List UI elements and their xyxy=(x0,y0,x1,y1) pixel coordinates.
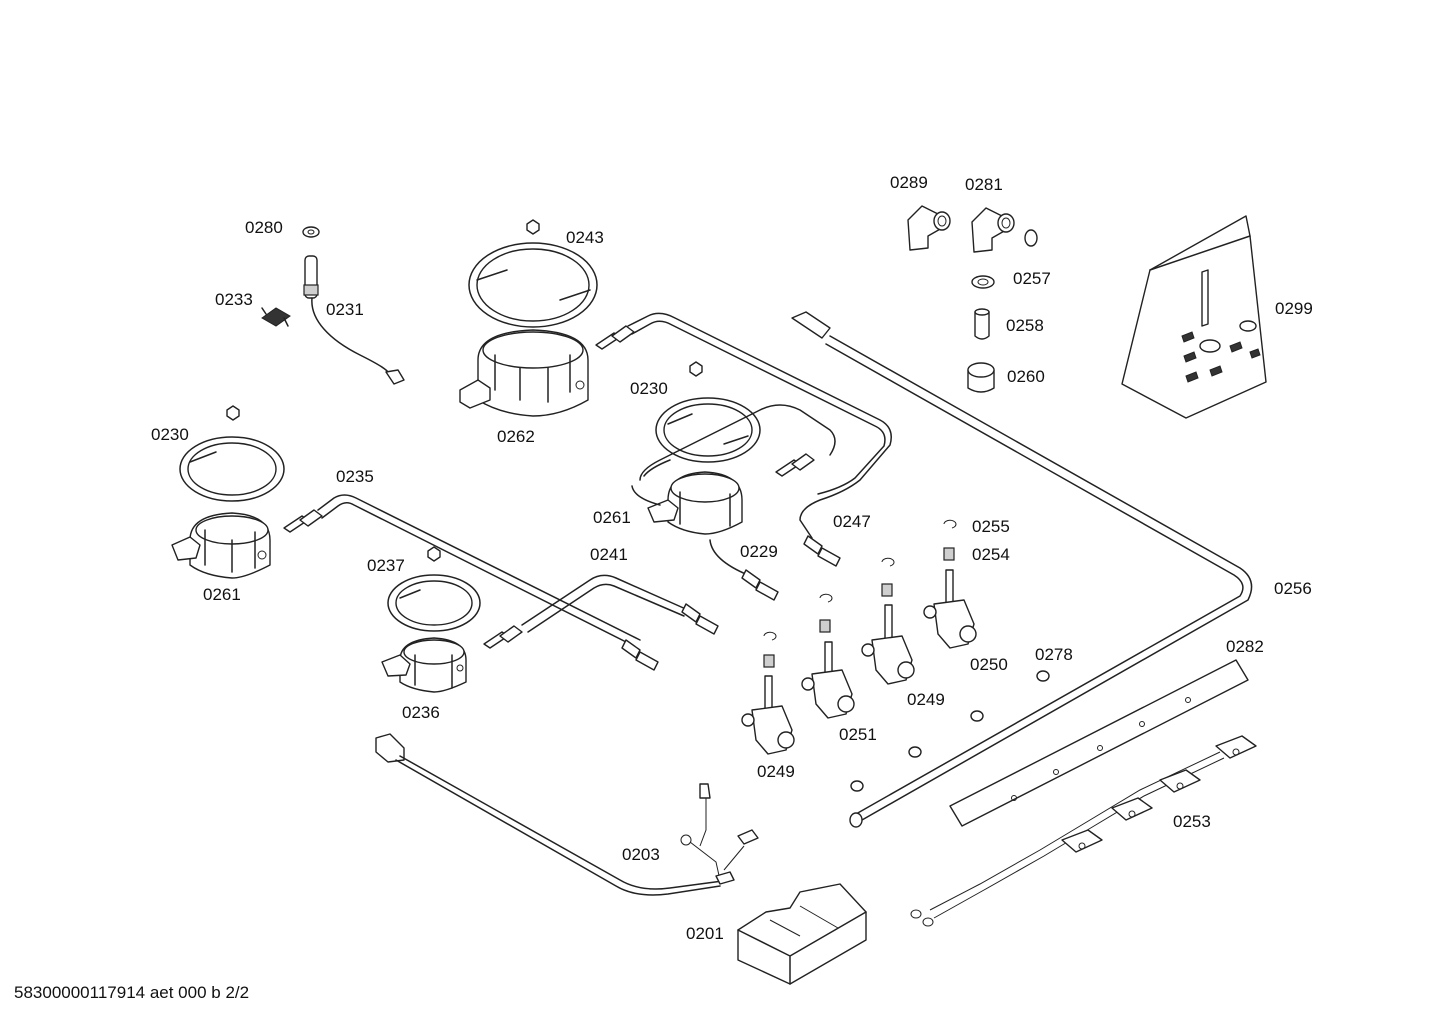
label-0289: 0289 xyxy=(890,173,928,192)
ignition-switches-0253 xyxy=(910,735,1257,927)
label-0256: 0256 xyxy=(1274,579,1312,598)
gas-valves xyxy=(741,519,1050,792)
label-0280: 0280 xyxy=(245,218,283,237)
burner-0261-middle xyxy=(647,361,761,535)
label-0203: 0203 xyxy=(622,845,660,864)
thermocouple-assembly xyxy=(261,226,405,385)
label-0230-left: 0230 xyxy=(151,425,189,444)
label-0261-mid: 0261 xyxy=(593,508,631,527)
wiring-0203 xyxy=(375,733,759,896)
burner-0236 xyxy=(381,546,481,693)
label-0257: 0257 xyxy=(1013,269,1051,288)
label-0236: 0236 xyxy=(402,703,440,722)
label-0233: 0233 xyxy=(215,290,253,309)
label-0282: 0282 xyxy=(1226,637,1264,656)
ignition-unit-0201 xyxy=(737,883,867,985)
label-0241: 0241 xyxy=(590,545,628,564)
label-0247: 0247 xyxy=(833,512,871,531)
label-0249-left: 0249 xyxy=(757,762,795,781)
label-0237: 0237 xyxy=(367,556,405,575)
switch-bar-0282 xyxy=(949,659,1249,827)
burner-0262 xyxy=(459,219,598,417)
connection-fittings xyxy=(907,205,1038,393)
label-0229: 0229 xyxy=(740,542,778,561)
burner-0261-left xyxy=(171,405,285,579)
label-0249-right: 0249 xyxy=(907,690,945,709)
label-0253: 0253 xyxy=(1173,812,1211,831)
label-0261-left: 0261 xyxy=(203,585,241,604)
conversion-kit-0299 xyxy=(1121,215,1267,419)
label-0260: 0260 xyxy=(1007,367,1045,386)
label-0231: 0231 xyxy=(326,300,364,319)
label-0278: 0278 xyxy=(1035,645,1073,664)
label-0262: 0262 xyxy=(497,427,535,446)
label-0299: 0299 xyxy=(1275,299,1313,318)
label-0281: 0281 xyxy=(965,175,1003,194)
label-0251: 0251 xyxy=(839,725,877,744)
label-0250: 0250 xyxy=(970,655,1008,674)
label-0230-top: 0230 xyxy=(630,379,668,398)
document-id: 58300000117914 aet 000 b 2/2 xyxy=(14,983,249,1002)
gas-pipes xyxy=(283,312,892,671)
label-0258: 0258 xyxy=(1006,316,1044,335)
label-0201: 0201 xyxy=(686,924,724,943)
label-0235: 0235 xyxy=(336,467,374,486)
supply-pipe-0256 xyxy=(791,311,1253,828)
label-0255: 0255 xyxy=(972,517,1010,536)
label-0243: 0243 xyxy=(566,228,604,247)
label-0254: 0254 xyxy=(972,545,1010,564)
